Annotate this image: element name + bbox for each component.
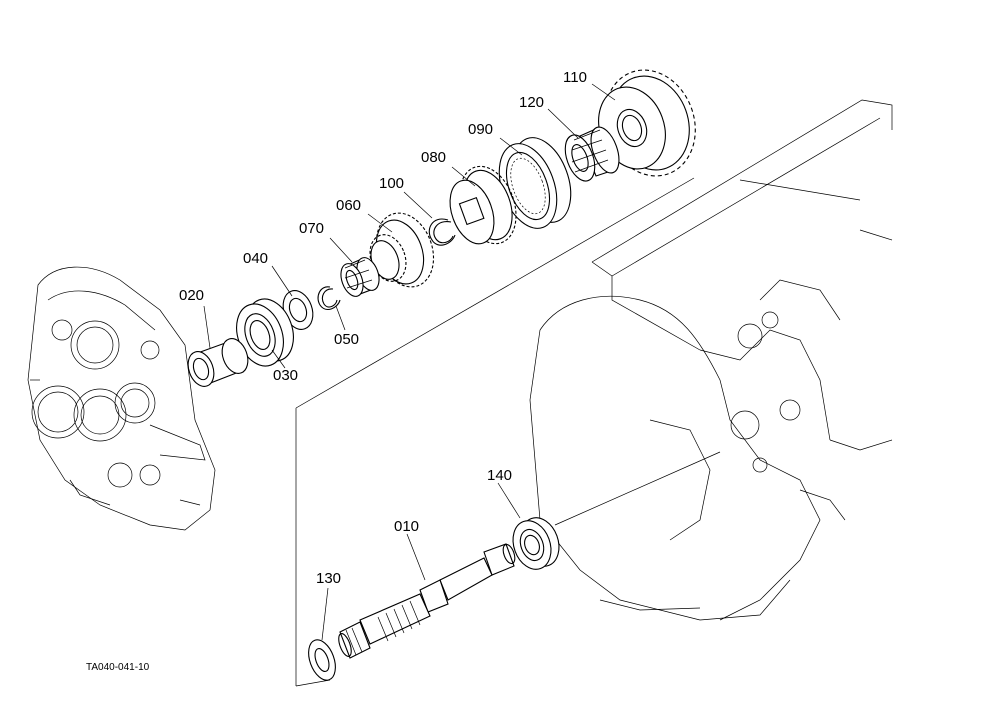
- part-060-gear: [369, 212, 435, 288]
- callout-060: 060: [336, 197, 361, 214]
- assembly-axis-lines: [295, 177, 721, 687]
- part-140-ball-bearing: [512, 517, 560, 570]
- part-070-needle-bearing: [340, 257, 380, 297]
- part-010-shaft: [338, 543, 516, 659]
- part-050-snap-ring: [317, 286, 341, 311]
- part-020-collar: [187, 338, 249, 387]
- callout-labels: 110 120 090 080 100 060 070 040 020 050 …: [179, 69, 587, 587]
- callout-020: 020: [179, 287, 204, 304]
- callout-130: 130: [316, 570, 341, 587]
- callout-070: 070: [299, 220, 324, 237]
- figure-id: TA040-041-10: [86, 662, 150, 673]
- callout-090: 090: [468, 121, 493, 138]
- part-130-washer: [308, 639, 336, 681]
- leader-lines: [203, 83, 616, 641]
- part-030-ball-bearing: [236, 298, 294, 367]
- callout-050: 050: [334, 331, 359, 348]
- callout-100: 100: [379, 175, 404, 192]
- callout-110: 110: [563, 69, 587, 86]
- callout-030: 030: [273, 367, 298, 384]
- part-100-snap-ring: [428, 218, 456, 246]
- part-090-ring: [498, 137, 572, 229]
- callout-010: 010: [394, 518, 419, 535]
- callout-040: 040: [243, 250, 268, 267]
- callout-120: 120: [519, 94, 544, 111]
- front-housing: [27, 266, 216, 531]
- callout-140: 140: [487, 467, 512, 484]
- transmission-case: [529, 99, 893, 621]
- part-120-needle-bearing: [564, 126, 620, 182]
- part-080-hub: [449, 165, 517, 245]
- part-040-washer: [282, 290, 314, 330]
- callout-080: 080: [421, 149, 446, 166]
